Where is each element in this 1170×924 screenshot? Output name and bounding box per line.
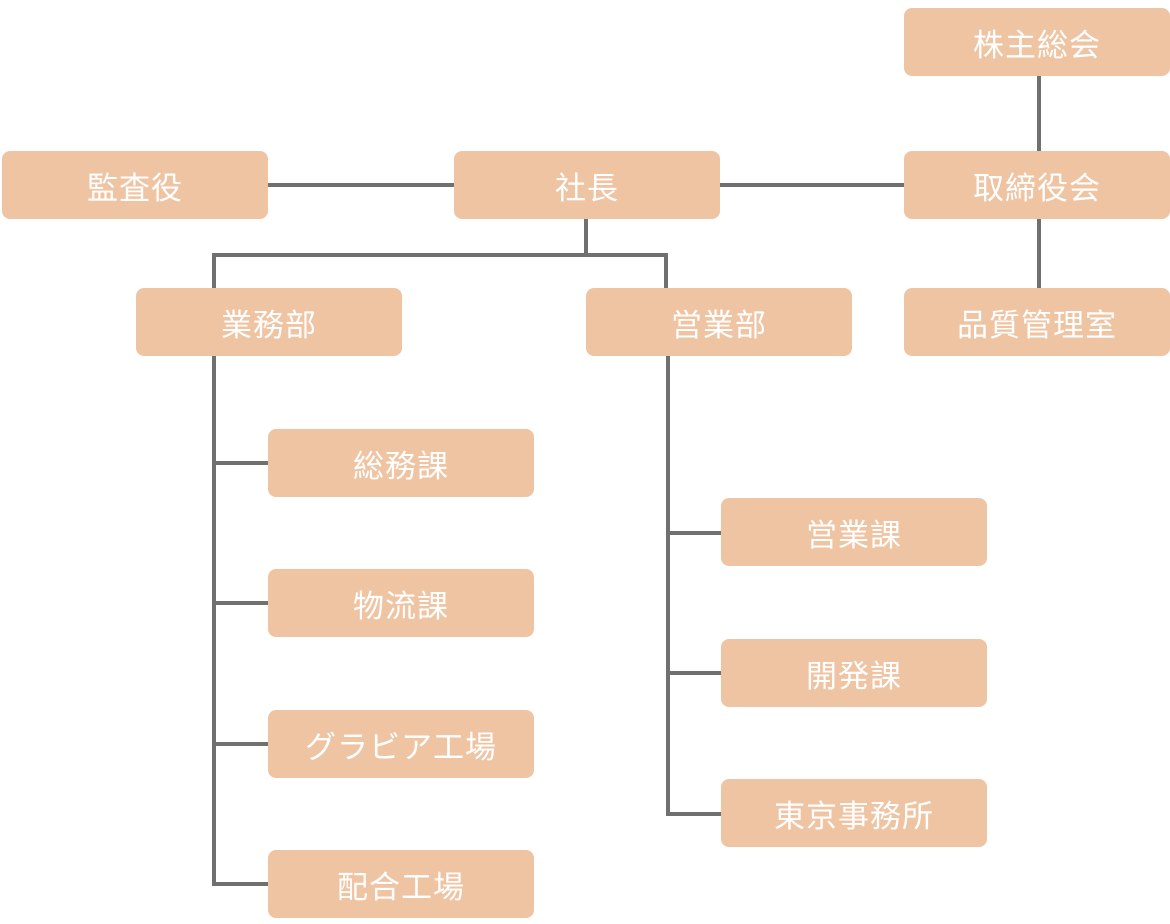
connector-sales-trunk	[666, 356, 721, 816]
sales-section-box: 営業課	[721, 498, 987, 566]
president-box: 社長	[454, 151, 720, 219]
development-section-box: 開発課	[721, 639, 987, 707]
shareholders-meeting-box: 株主総会	[904, 8, 1170, 76]
logistics-section-box: 物流課	[268, 569, 534, 637]
connector-operations-trunk	[212, 356, 268, 886]
board-of-directors-box: 取締役会	[904, 151, 1170, 219]
general-affairs-section-box: 総務課	[268, 429, 534, 497]
gravure-factory-box: グラビア工場	[268, 710, 534, 778]
compounding-factory-box: 配合工場	[268, 850, 534, 918]
quality-control-office-box: 品質管理室	[904, 288, 1170, 356]
sales-department-box: 営業部	[586, 288, 852, 356]
operations-department-box: 業務部	[136, 288, 402, 356]
tokyo-office-box: 東京事務所	[721, 779, 987, 847]
auditor-box: 監査役	[2, 151, 268, 219]
